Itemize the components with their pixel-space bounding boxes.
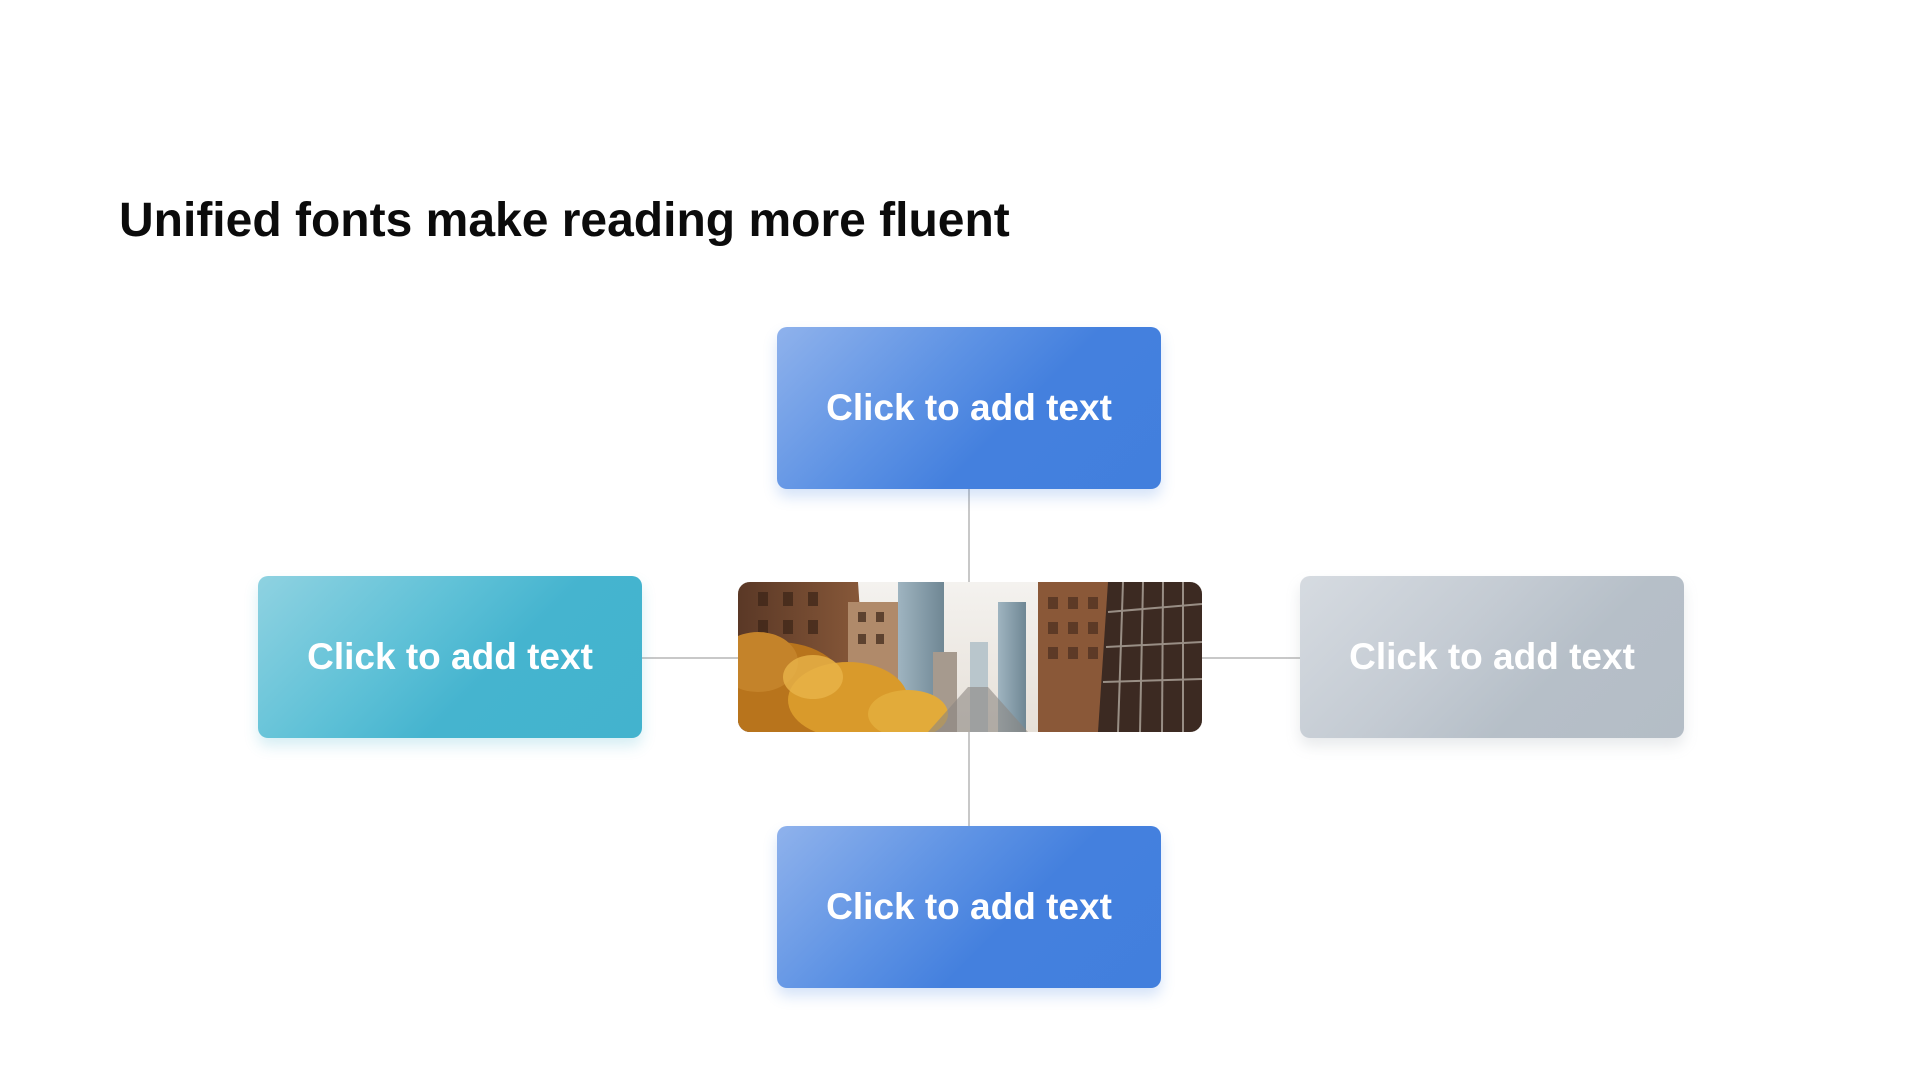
city-street-illustration xyxy=(738,582,1202,732)
connector-top xyxy=(968,489,970,582)
slide-title[interactable]: Unified fonts make reading more fluent xyxy=(119,194,1010,247)
connector-right xyxy=(1202,657,1300,659)
connector-left xyxy=(642,657,738,659)
text-box-left-label: Click to add text xyxy=(307,636,593,677)
text-box-bottom[interactable]: Click to add text xyxy=(777,826,1161,988)
text-box-right-label: Click to add text xyxy=(1349,636,1635,677)
connector-bottom xyxy=(968,732,970,826)
text-box-top[interactable]: Click to add text xyxy=(777,327,1161,489)
text-box-bottom-label: Click to add text xyxy=(826,886,1112,927)
text-box-right[interactable]: Click to add text xyxy=(1300,576,1684,738)
text-box-top-label: Click to add text xyxy=(826,387,1112,428)
text-box-left[interactable]: Click to add text xyxy=(258,576,642,738)
city-street-image[interactable] xyxy=(738,582,1202,732)
